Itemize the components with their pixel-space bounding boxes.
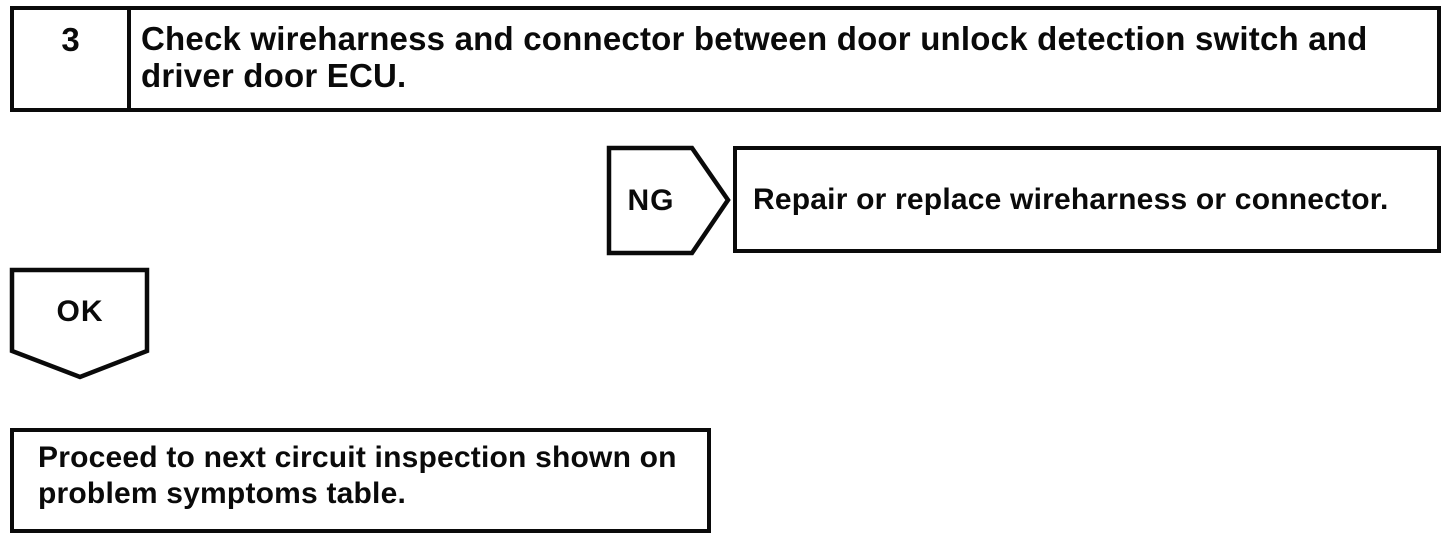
ok-result-line: Proceed to next circuit inspection shown… (38, 441, 677, 474)
ng-connector: NG (606, 144, 731, 257)
step-title-line: driver door ECU. (141, 57, 407, 94)
ng-arrow-shape (606, 145, 731, 256)
step-number: 3 (61, 21, 80, 58)
ok-result-line: problem symptoms table. (38, 477, 407, 510)
step-title-line: Check wireharness and connector between … (141, 20, 1368, 57)
step-box: 3 Check wireharness and connector betwee… (10, 6, 1441, 112)
ng-action-box: Repair or replace wireharness or connect… (733, 146, 1441, 253)
ok-result-box: Proceed to next circuit inspection shown… (10, 428, 711, 533)
ok-label: OK (56, 295, 104, 328)
ng-action-text: Repair or replace wireharness or connect… (753, 182, 1389, 216)
ok-connector: OK (8, 267, 151, 381)
ng-label: NG (627, 184, 675, 217)
step-title: Check wireharness and connector between … (131, 10, 1437, 108)
ok-arrow-shape (9, 267, 150, 380)
step-number-cell: 3 (14, 10, 131, 108)
